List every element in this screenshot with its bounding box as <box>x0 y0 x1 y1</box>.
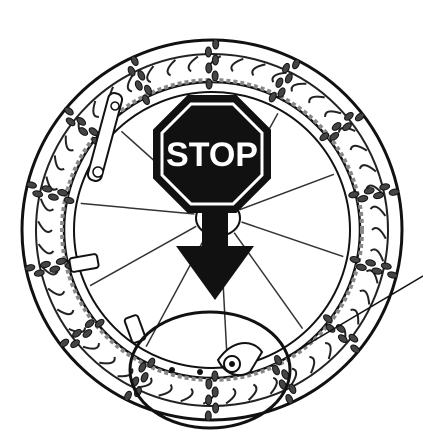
stop-label: STOP <box>166 136 258 174</box>
stop-sign: STOP <box>154 96 270 212</box>
